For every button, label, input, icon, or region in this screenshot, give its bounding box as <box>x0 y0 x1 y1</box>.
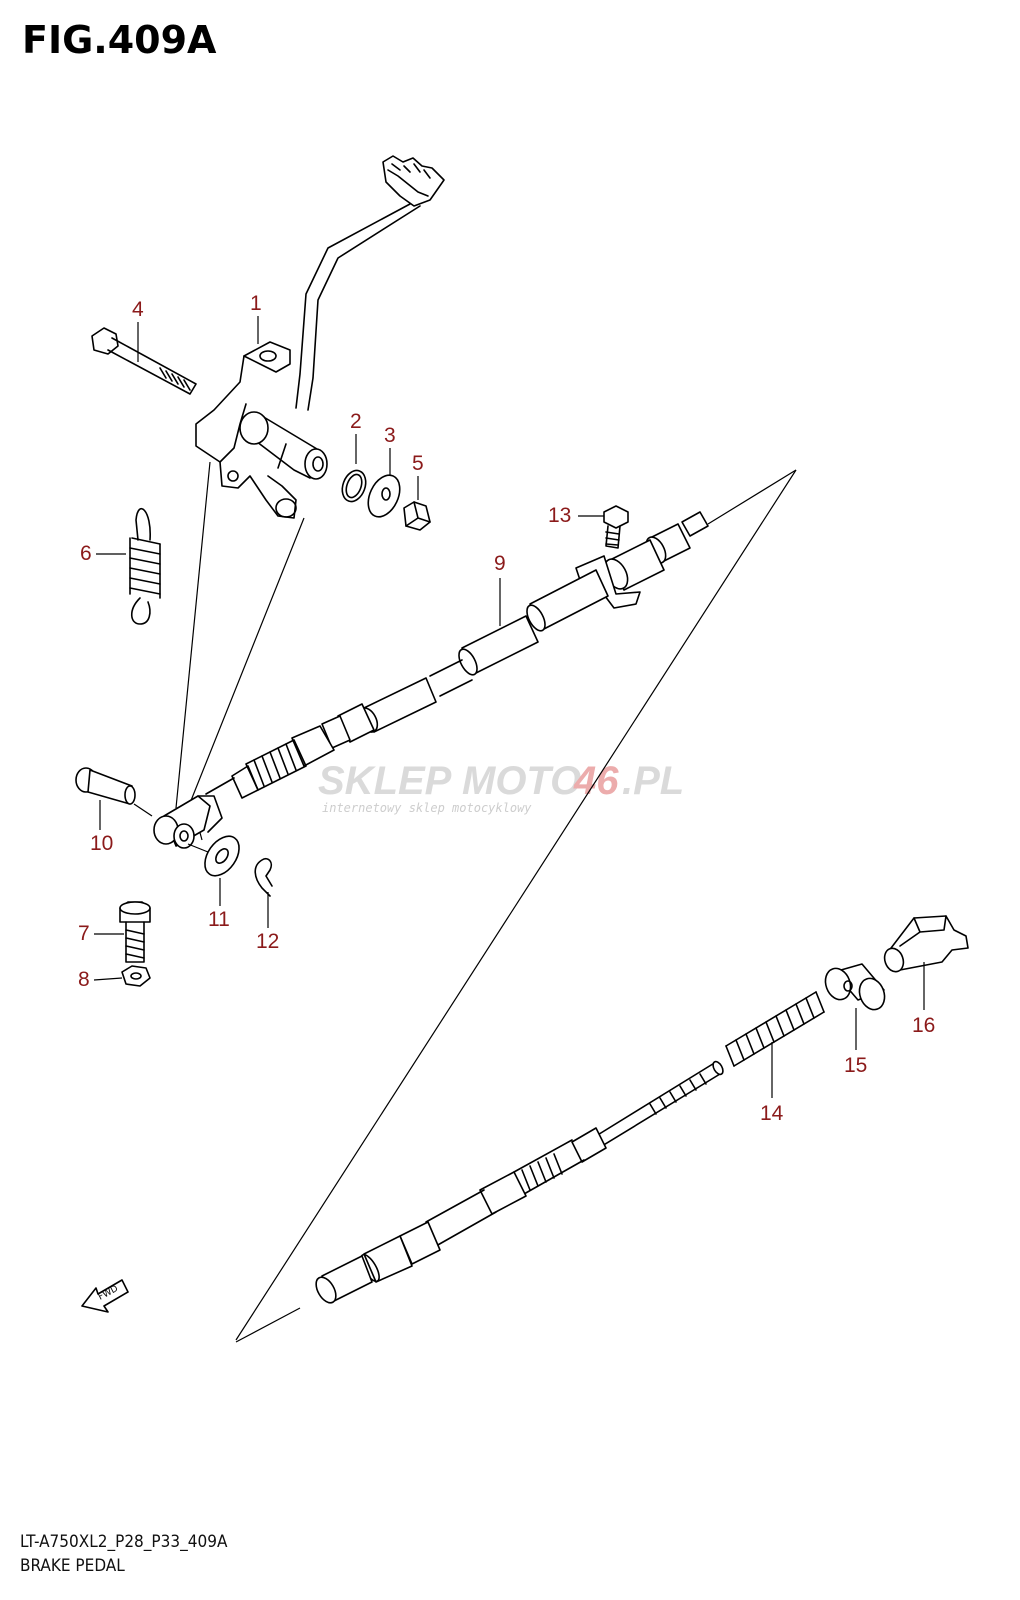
joint-part-16 <box>883 915 969 973</box>
callouts: 1 2 3 4 5 6 7 8 9 10 11 12 13 14 15 16 <box>78 292 935 1125</box>
nut-part-8 <box>121 965 151 987</box>
washer-part-3 <box>367 474 401 518</box>
sleeve-part-15 <box>824 963 886 1011</box>
callout-6: 6 <box>80 542 92 565</box>
guide-lines <box>175 461 797 1343</box>
callout-3: 3 <box>384 424 396 447</box>
callout-5: 5 <box>412 452 424 475</box>
model-code: LT-A750XL2_P28_P33_409A <box>20 1532 228 1552</box>
callout-12: 12 <box>256 930 279 953</box>
brake-cable-part-9 <box>205 511 709 799</box>
pin-part-10 <box>75 767 153 817</box>
r-clip-part-12 <box>254 857 273 897</box>
nut-part-5 <box>403 501 431 531</box>
spring-part-6 <box>129 507 161 625</box>
callout-2: 2 <box>350 410 362 433</box>
figure-title: FIG.409A <box>22 18 217 62</box>
callout-15: 15 <box>844 1054 867 1077</box>
bolt-part-7 <box>119 901 151 963</box>
o-ring-part-2 <box>341 469 367 503</box>
watermark-brand-b: MOTO <box>462 759 581 803</box>
watermark-brand-a: SKLEP <box>318 759 452 803</box>
callout-13: 13 <box>548 504 571 527</box>
callout-16: 16 <box>912 1014 935 1037</box>
callout-1: 1 <box>250 292 262 315</box>
fwd-direction-arrow: FWD <box>81 1279 129 1313</box>
cable-part-14 <box>315 1060 724 1304</box>
callout-10: 10 <box>90 832 113 855</box>
callout-7: 7 <box>78 922 90 945</box>
callout-14: 14 <box>760 1102 784 1125</box>
watermark-brand-d: .PL <box>622 759 684 803</box>
bolt-part-13 <box>603 505 629 549</box>
bolt-part-4 <box>91 327 197 395</box>
watermark: SKLEP MOTO 46 .PL internetowy sklep moto… <box>318 759 684 815</box>
washer-part-11 <box>187 835 240 877</box>
watermark-tagline: internetowy sklep motocyklowy <box>322 801 532 815</box>
callout-4: 4 <box>132 298 144 321</box>
brake-pedal-part <box>195 155 445 519</box>
figure-caption: BRAKE PEDAL <box>20 1556 125 1576</box>
callout-8: 8 <box>78 968 90 991</box>
callout-11: 11 <box>208 908 230 931</box>
spring-part-14 <box>725 991 825 1067</box>
clevis <box>153 795 223 849</box>
callout-9: 9 <box>494 552 506 575</box>
